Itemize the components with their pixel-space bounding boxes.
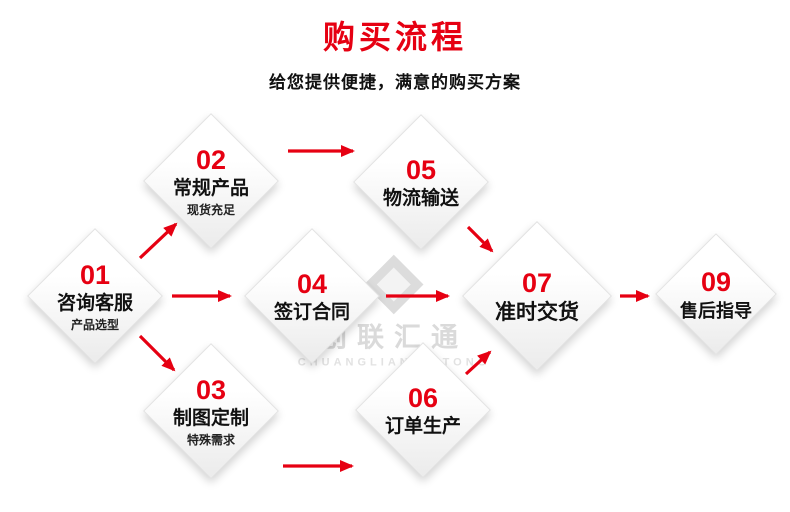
flow-node-standard-product: 02 常规产品 现货充足	[131, 101, 291, 261]
step-number: 03	[195, 375, 227, 406]
flow-node-order-production: 06 订单生产	[343, 330, 503, 490]
step-sublabel: 产品选型	[70, 317, 119, 332]
arrow-06-to-07	[464, 350, 492, 376]
flow-node-logistics: 05 物流输送	[341, 102, 501, 262]
step-number: 07	[521, 267, 553, 298]
flow-node-after-sales: 09 售后指导	[636, 214, 790, 374]
step-number: 01	[79, 260, 111, 291]
step-label: 准时交货	[495, 300, 579, 324]
step-number: 09	[700, 267, 732, 298]
flow-node-sign-contract: 04 签订合同	[232, 216, 392, 376]
arrow-05-to-07	[466, 225, 494, 253]
step-sublabel: 现货充足	[186, 202, 235, 217]
step-label: 售后指导	[680, 300, 752, 321]
step-number: 05	[405, 154, 437, 185]
step-label: 咨询客服	[56, 293, 133, 315]
arrow-01-to-03	[138, 334, 176, 372]
page-title: 购买流程	[322, 19, 467, 55]
page-subtitle: 给您提供便捷，满意的购买方案	[269, 73, 521, 92]
flow-node-on-time-delivery: 07 准时交货	[457, 216, 617, 376]
step-label: 制图定制	[172, 408, 249, 430]
step-sublabel: 特殊需求	[186, 432, 235, 447]
flow-node-customer-service: 01 咨询客服 产品选型	[15, 216, 175, 376]
step-number: 04	[296, 268, 328, 299]
step-label: 常规产品	[172, 178, 249, 200]
step-number: 06	[407, 382, 439, 413]
arrow-01-to-02	[138, 222, 178, 260]
diagram-header: 购买流程 给您提供便捷，满意的购买方案	[0, 12, 790, 93]
step-number: 02	[195, 145, 227, 176]
step-label: 物流输送	[382, 187, 459, 209]
flow-node-custom-design: 03 制图定制 特殊需求	[131, 331, 291, 491]
step-label: 签订合同	[273, 301, 350, 323]
step-label: 订单生产	[384, 415, 461, 437]
